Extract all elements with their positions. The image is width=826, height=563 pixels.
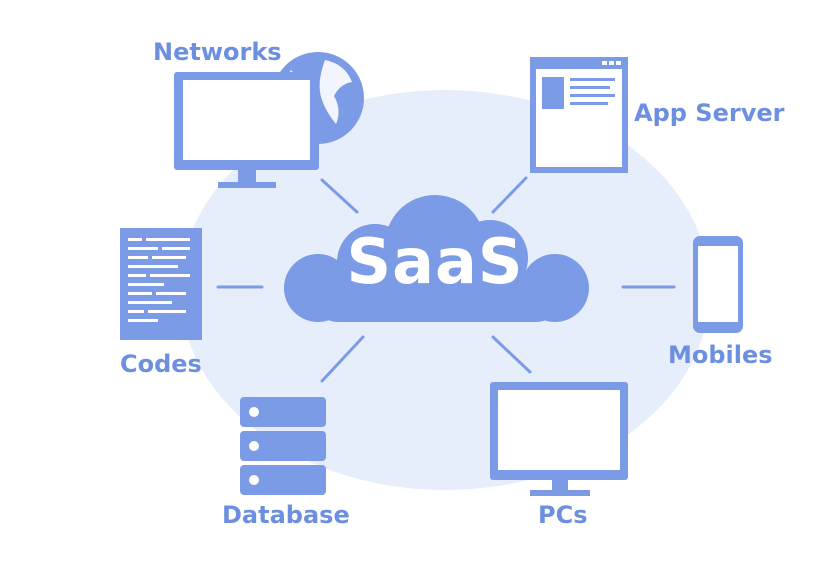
app-server-label: App Server <box>634 99 785 127</box>
connector-lines <box>216 176 676 383</box>
codes-label: Codes <box>120 350 202 378</box>
smartphone-icon <box>693 236 743 333</box>
connector-app-server <box>491 176 528 214</box>
code-document-icon <box>120 228 202 340</box>
connector-database <box>320 335 365 383</box>
mobiles-label: Mobiles <box>668 341 773 369</box>
database-label: Database <box>222 501 350 529</box>
saas-label: SaaS <box>346 225 524 298</box>
monitor-globe-icon <box>174 52 364 188</box>
connector-pcs <box>491 335 532 374</box>
browser-window-icon <box>530 57 628 173</box>
networks-label: Networks <box>153 38 282 66</box>
pcs-label: PCs <box>538 501 588 529</box>
database-stack-icon <box>240 397 326 495</box>
desktop-monitor-icon <box>490 382 628 496</box>
connector-networks <box>320 178 359 214</box>
saas-cloud-icon <box>284 195 589 322</box>
